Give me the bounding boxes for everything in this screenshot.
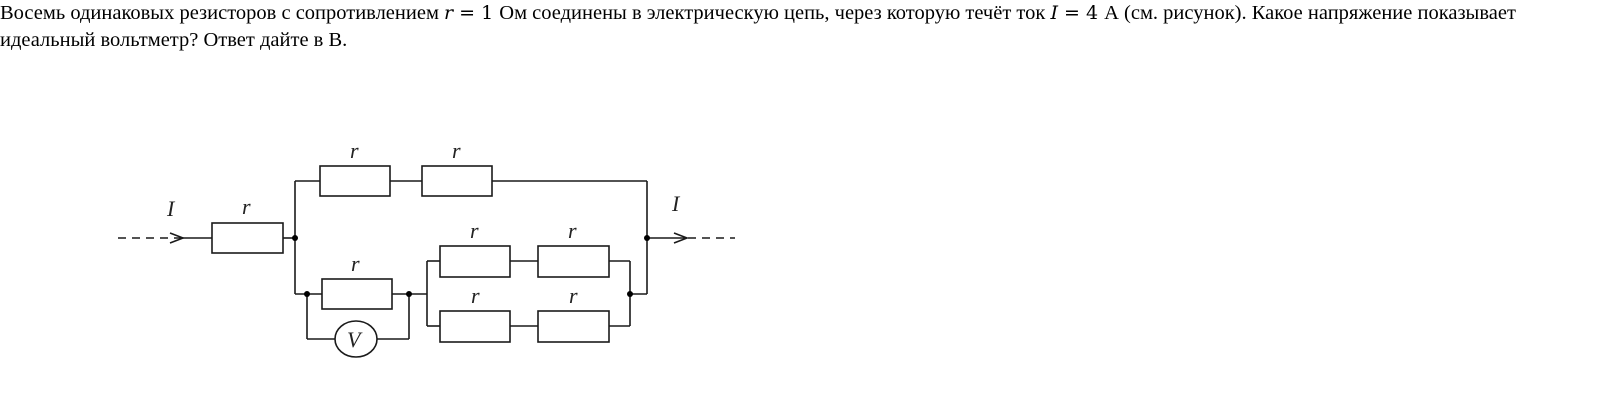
resistor-upper-1 [439, 245, 511, 278]
resistor-lower-1 [439, 310, 511, 343]
problem-statement: Восемь одинаковых резисторов с сопротивл… [0, 0, 1560, 54]
resistor-top-1 [319, 165, 391, 197]
current-label-in: I [166, 196, 176, 221]
current-label-out: I [671, 191, 681, 216]
resistor-voltmeter [321, 278, 393, 310]
junction-dot [406, 291, 412, 297]
resistor-lower-2 [537, 310, 610, 343]
resistor-label: r [350, 138, 359, 163]
math-eq-r: = 1 [453, 2, 500, 24]
resistor-label: r [471, 283, 480, 308]
text-part-3: А (см. рисунок). Какое напряжение показы… [0, 2, 1516, 51]
circuit-diagram: I I V r r r r r r r r [118, 138, 735, 358]
resistor-label: r [470, 218, 479, 243]
resistor-upper-2 [537, 245, 610, 278]
junction-dot [644, 235, 650, 241]
resistor-label: r [351, 251, 360, 276]
junction-dot [304, 291, 310, 297]
resistor-top-2 [421, 165, 493, 197]
junction-dot [627, 291, 633, 297]
math-var-I: I [1050, 2, 1058, 24]
math-eq-I: = 4 [1057, 2, 1105, 24]
resistor-label: r [452, 138, 461, 163]
output-arrow-icon [673, 232, 690, 244]
text-part-2: Ом соединены в электрическую цепь, через… [499, 2, 1051, 24]
junction-dot [292, 235, 298, 241]
voltmeter-label: V [347, 327, 363, 352]
resistor-label: r [569, 283, 578, 308]
resistor-label: r [568, 218, 577, 243]
voltmeter [334, 320, 378, 358]
resistor-input [211, 222, 284, 254]
math-var-r: r [444, 2, 454, 24]
text-part-1: Восемь одинаковых резисторов с сопротивл… [0, 2, 445, 24]
resistor-label: r [242, 194, 251, 219]
